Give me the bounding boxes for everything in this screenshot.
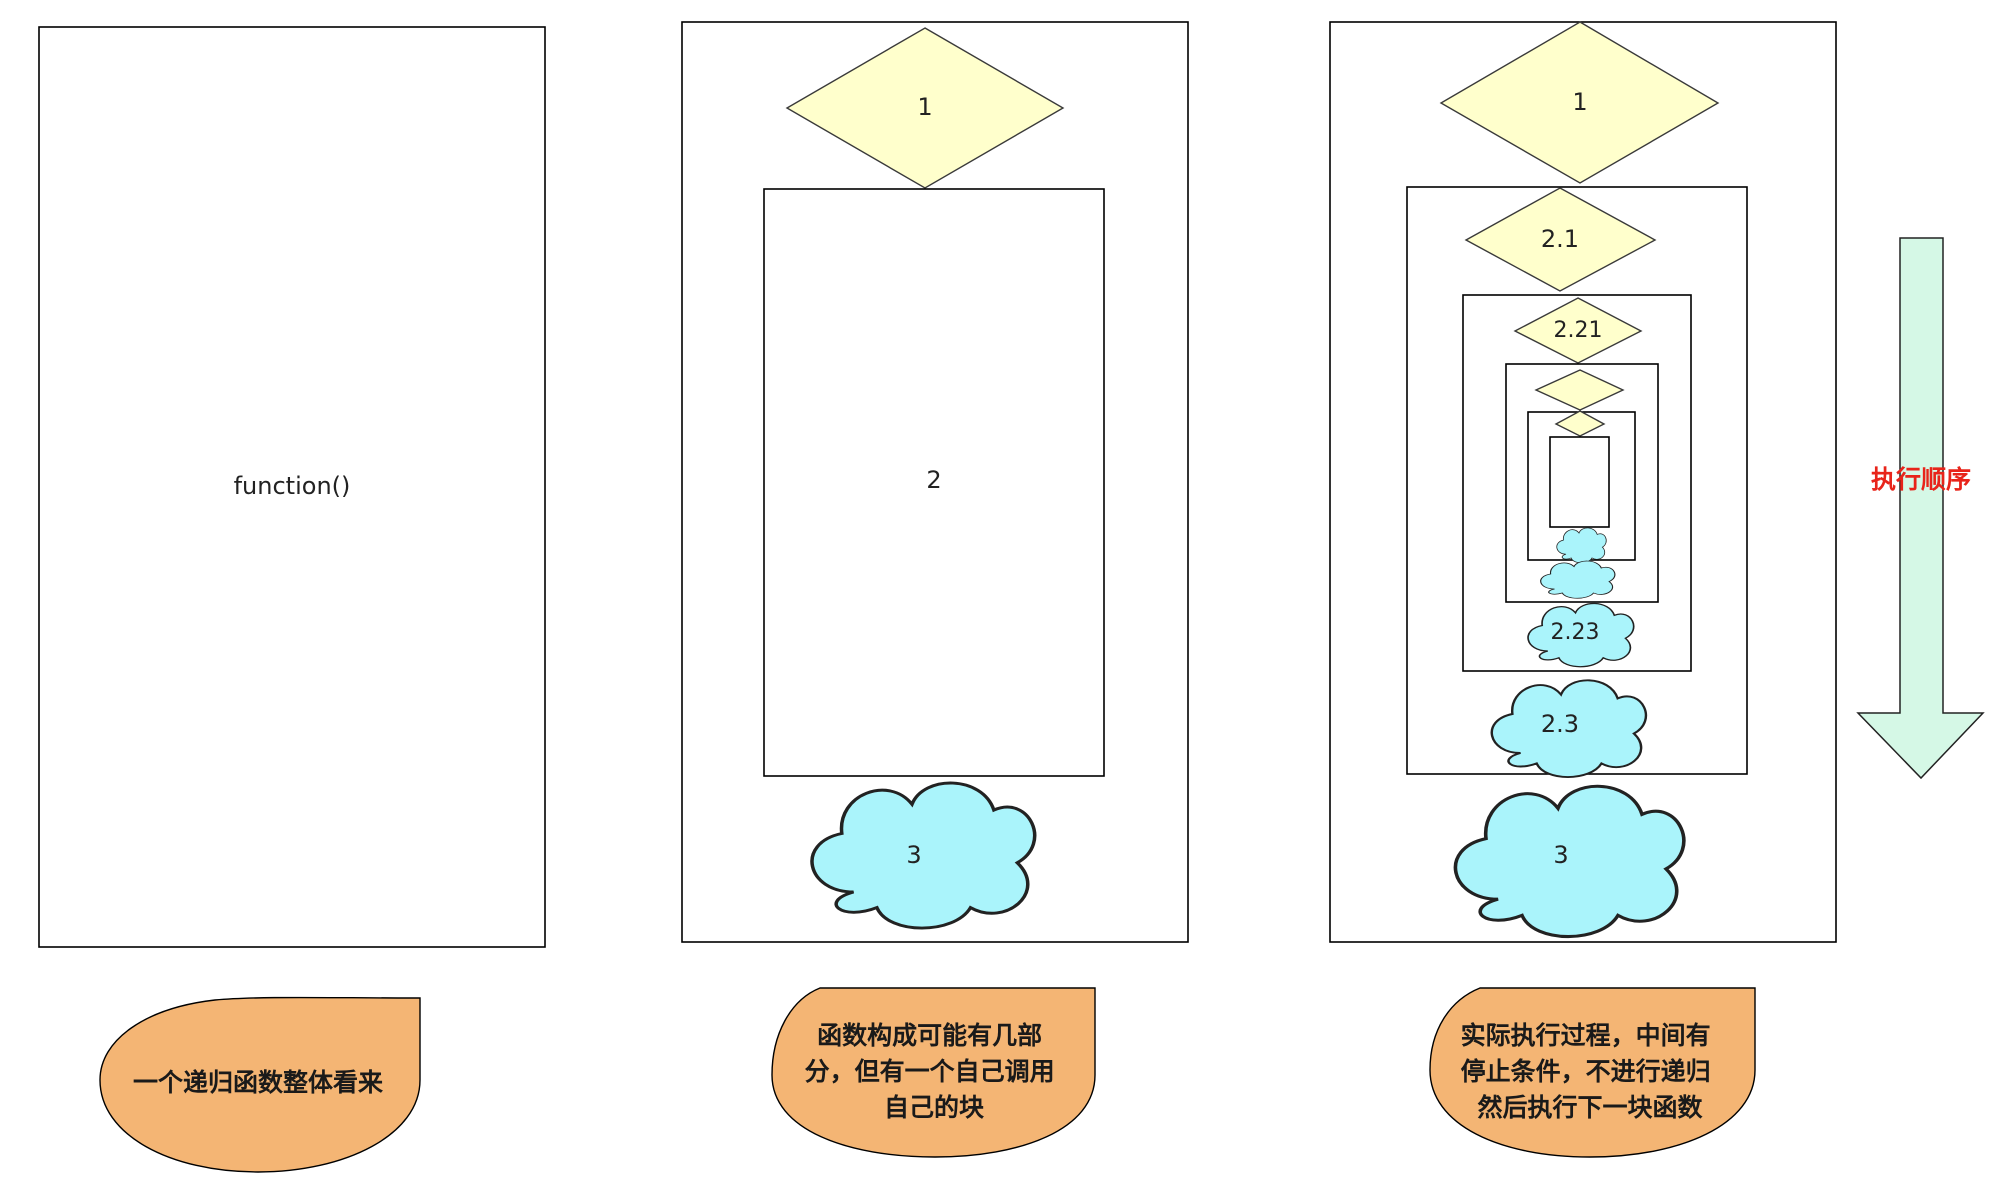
panel-whole-function: function() 一个递归函数整体看来 (38, 26, 546, 1173)
note-panel3-line-3: 然后执行下一块函数 (1477, 1093, 1703, 1122)
execution-order-arrow: 执行顺序 (1856, 237, 1985, 780)
exec-diamond-level5 (1554, 410, 1606, 437)
note-panel2-bubble (771, 987, 1096, 1158)
exec-diamond-level4 (1534, 369, 1625, 411)
note-panel3-line-1: 实际执行过程，中间有 (1461, 1021, 1711, 1050)
note-panel1-line-1: 一个递归函数整体看来 (133, 1068, 384, 1097)
note-panel1-bubble (99, 996, 421, 1173)
down-arrow-icon (1856, 237, 1985, 780)
panel-function-parts: 1 2 3 函数构成可能有几部 分，但有一个自己调用 自己的块 (681, 21, 1189, 1158)
parts-box-2-label: 2 (926, 466, 941, 494)
exec-diamond-1-label: 1 (1572, 88, 1587, 116)
exec-diamond-2-21 (1513, 297, 1643, 364)
function-box (38, 26, 546, 948)
note-panel3-text: 实际执行过程，中间有 停止条件，不进行递归 然后执行下一块函数 (1461, 1021, 1720, 1122)
execution-order-label: 执行顺序 (1871, 465, 1971, 494)
note-panel1-text: 一个递归函数整体看来 (133, 1068, 384, 1097)
exec-diamond-2-21-label: 2.21 (1554, 318, 1603, 343)
exec-cloud-2-3-label: 2.3 (1541, 710, 1579, 738)
parts-diamond-1 (785, 27, 1065, 189)
note-panel2-text: 函数构成可能有几部 分，但有一个自己调用 自己的块 (805, 1021, 1064, 1122)
parts-cloud-3-label: 3 (906, 841, 921, 869)
exec-diamond-1 (1439, 21, 1720, 184)
note-panel2-line-1: 函数构成可能有几部 (817, 1021, 1042, 1050)
note-panel2-line-2: 分，但有一个自己调用 (805, 1057, 1055, 1086)
exec-diamond-2-1-label: 2.1 (1541, 225, 1579, 253)
panel-actual-execution: 1 2.1 2.21 2.23 2.3 3 实际执行过程，中间有 停止条件，不进… (1329, 21, 1837, 1158)
exec-diamond-2-1 (1464, 187, 1657, 292)
exec-cloud-2-23-label: 2.23 (1551, 620, 1600, 645)
exec-cloud-3-label: 3 (1553, 841, 1568, 869)
parts-diamond-1-label: 1 (917, 93, 932, 121)
exec-innermost-box (1549, 436, 1610, 528)
function-label: function() (234, 472, 351, 500)
note-panel3-line-2: 停止条件，不进行递归 (1461, 1057, 1711, 1086)
note-panel2-line-3: 自己的块 (884, 1093, 984, 1122)
parts-recursive-box (763, 188, 1105, 777)
note-panel3-bubble (1429, 987, 1756, 1158)
